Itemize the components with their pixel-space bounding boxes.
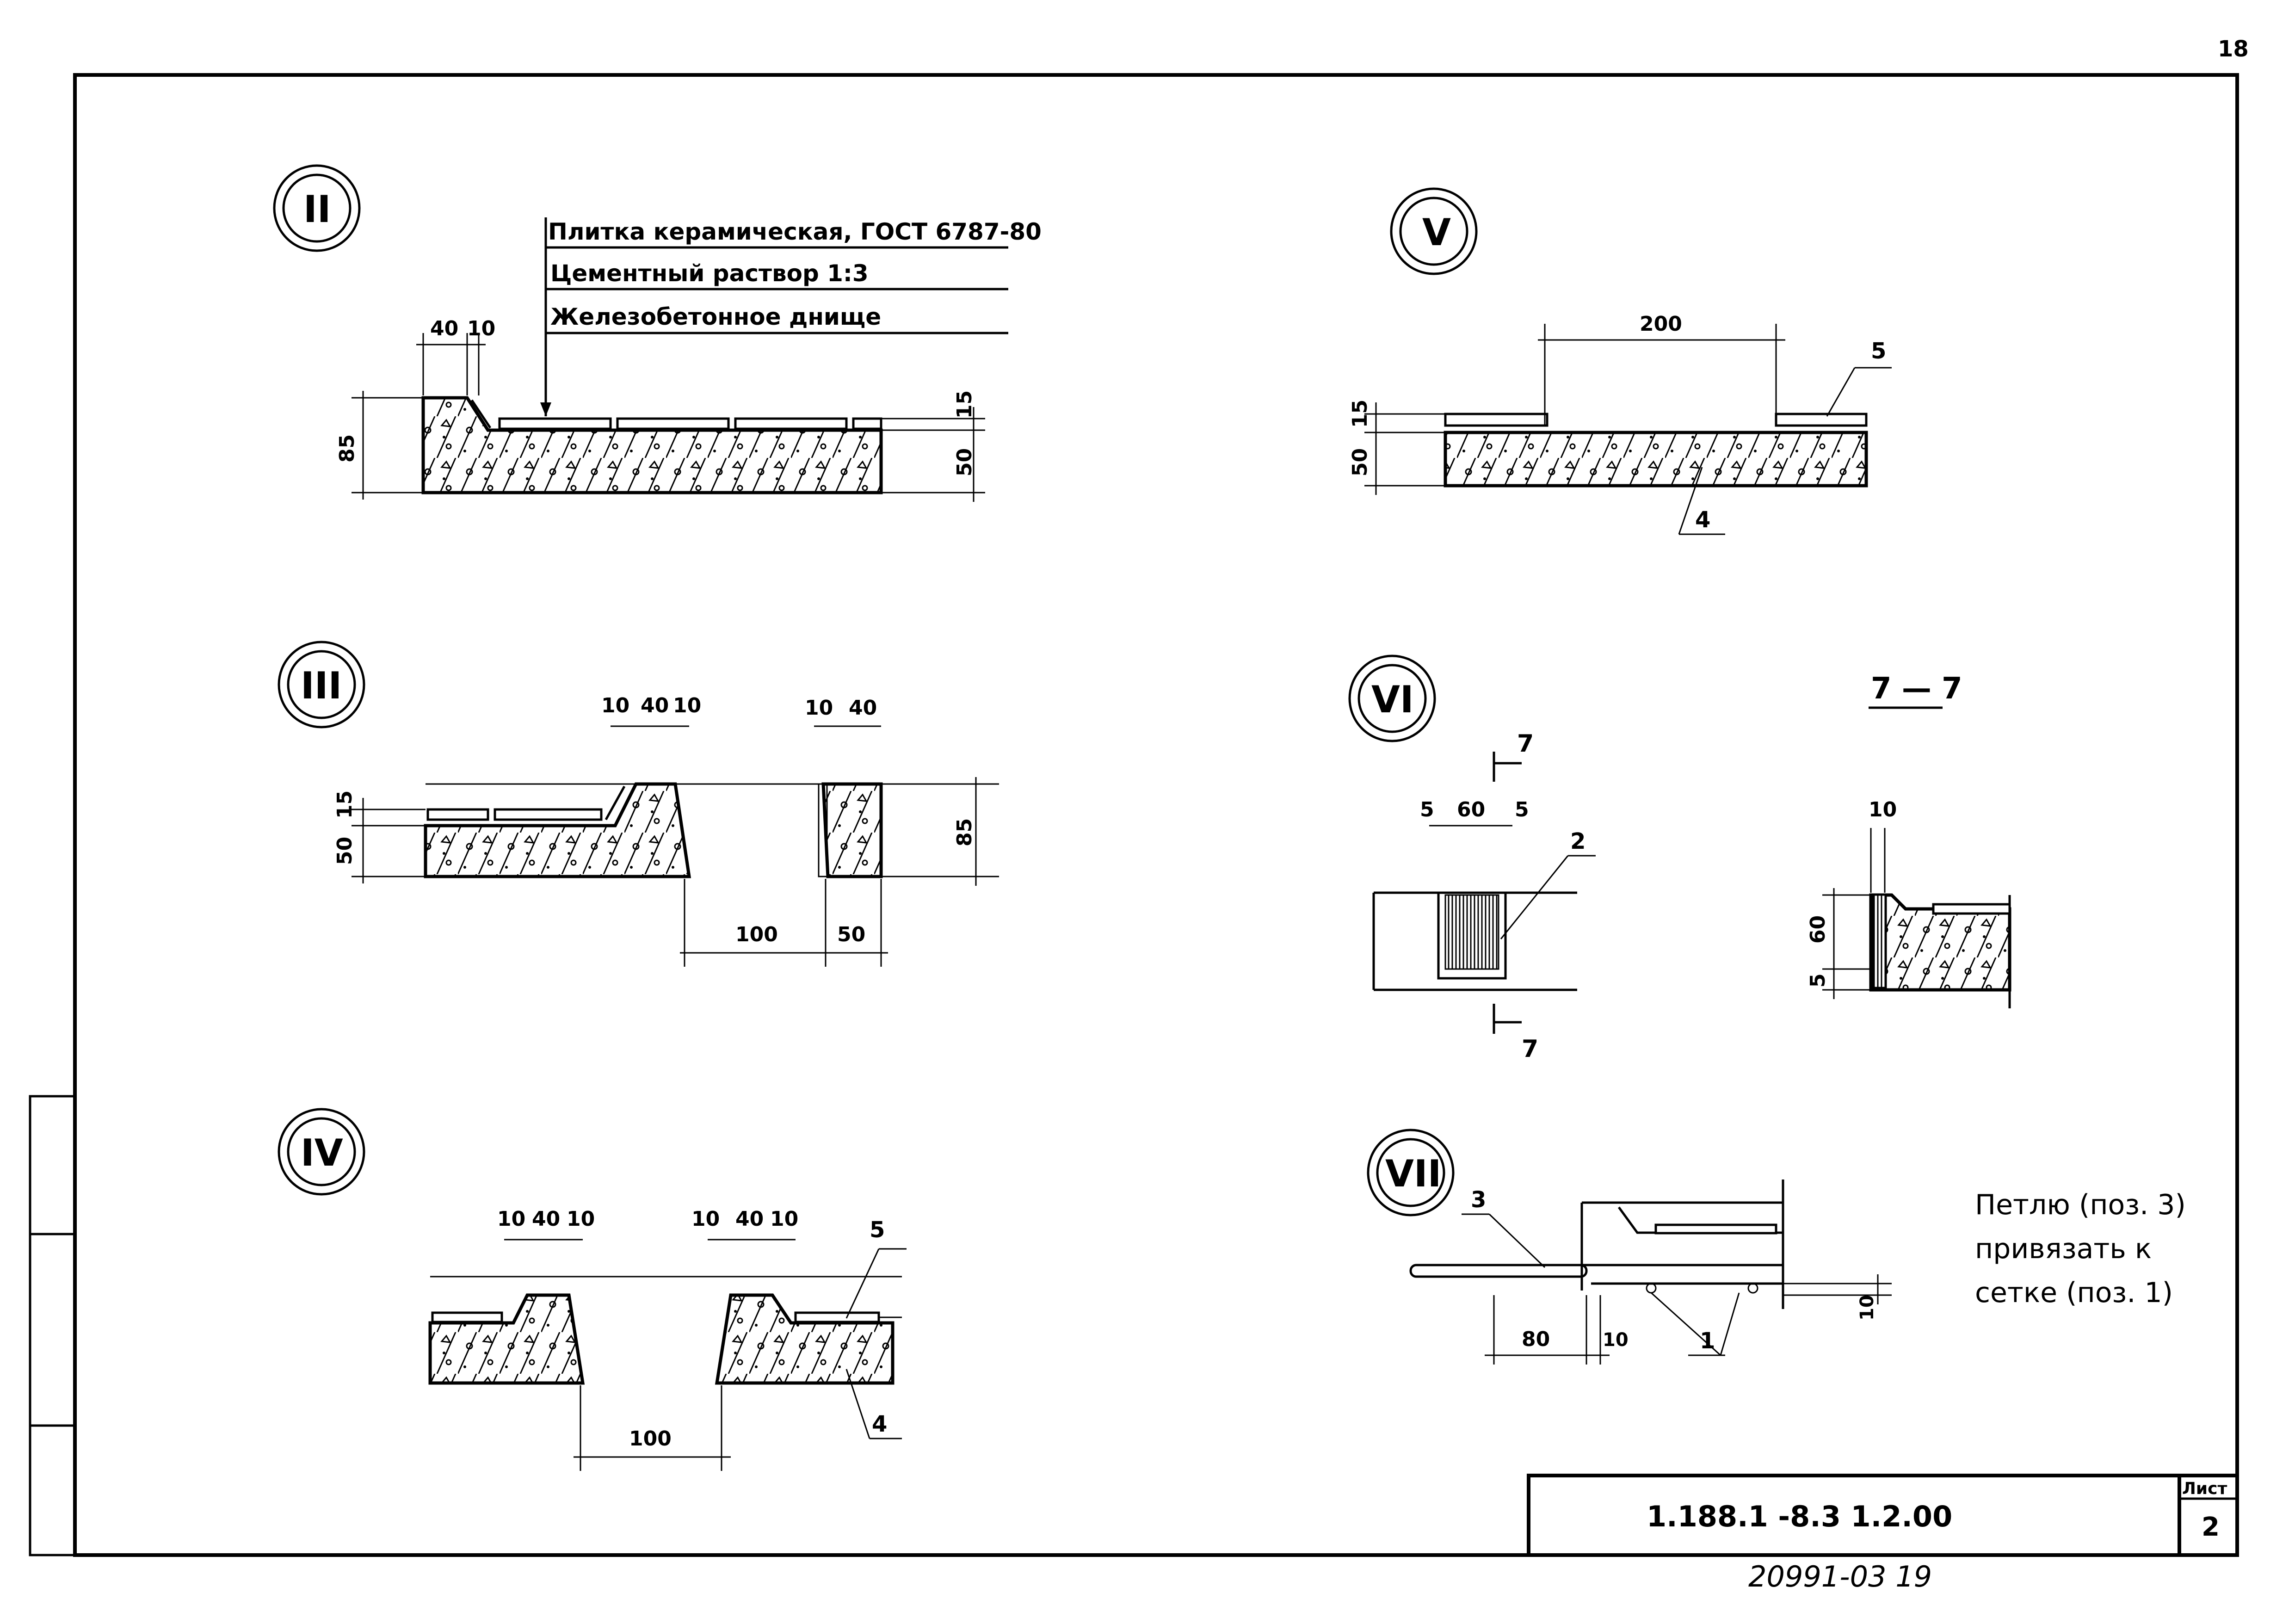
detail-V-marker: V bbox=[1422, 211, 1451, 254]
dim-10: 10 bbox=[467, 317, 495, 340]
dim-15: 15 bbox=[953, 390, 976, 419]
cut-mark-bottom: 7 bbox=[1522, 1035, 1538, 1063]
dim-40b: 40 bbox=[735, 1207, 764, 1231]
dim-10c: 10 bbox=[805, 696, 833, 720]
detail-IV-marker: IV bbox=[301, 1131, 343, 1174]
dim-5b: 5 bbox=[1515, 798, 1529, 821]
section-title: 7 — 7 bbox=[1871, 672, 1962, 706]
dim-10d: 10 bbox=[770, 1207, 798, 1231]
detail-IV: IV 100 10 40 10 10 40 10 5 4 bbox=[278, 1108, 907, 1471]
detail-II: II Плитка керамическая, ГОСТ 6787-80 Цем… bbox=[273, 164, 1042, 502]
sheet-number: 2 bbox=[2202, 1512, 2220, 1542]
detail-III: III 10 40 10 10 40 15 50 85 100 50 bbox=[278, 641, 999, 967]
dim-60: 60 bbox=[1457, 798, 1485, 821]
callout-slab: Железобетонное днище bbox=[550, 303, 881, 330]
dim-10c: 10 bbox=[691, 1207, 720, 1231]
inventory-number: 20991-03 19 bbox=[1748, 1560, 1932, 1593]
page-number: 18 bbox=[2218, 36, 2249, 62]
dim-10b: 10 bbox=[1857, 1295, 1878, 1321]
dim-5v: 5 bbox=[1806, 973, 1830, 988]
dim-40a: 40 bbox=[641, 694, 669, 717]
note-line3: сетке (поз. 1) bbox=[1975, 1277, 2173, 1309]
dim-100: 100 bbox=[735, 923, 778, 946]
callout-mortar: Цементный раствор 1:3 bbox=[550, 260, 869, 287]
sheet-label: Лист bbox=[2182, 1479, 2227, 1498]
dim-40a: 40 bbox=[532, 1207, 560, 1231]
dim-50b: 50 bbox=[837, 923, 865, 946]
note-line1: Петлю (поз. 3) bbox=[1975, 1189, 2186, 1221]
dim-80: 80 bbox=[1522, 1328, 1550, 1351]
detail-VII-marker: VII bbox=[1385, 1152, 1441, 1195]
cut-mark-top: 7 bbox=[1517, 730, 1534, 758]
dim-40b: 40 bbox=[849, 696, 877, 720]
doc-code: 1.188.1 -8.3 1.2.00 bbox=[1647, 1500, 1952, 1533]
detail-III-marker: III bbox=[301, 664, 342, 707]
dim-40: 40 bbox=[430, 317, 458, 340]
note-line2: привязать к bbox=[1975, 1233, 2152, 1265]
dim-15: 15 bbox=[333, 790, 357, 819]
detail-II-marker: II bbox=[303, 188, 331, 231]
detail-VI: VI 7 — 7 2 5 60 5 7 7 10 60 5 bbox=[1348, 655, 2011, 1063]
detail-VI-marker: VI bbox=[1371, 678, 1414, 721]
pos-3: 3 bbox=[1471, 1187, 1486, 1213]
dim-100: 100 bbox=[629, 1427, 672, 1451]
detail-V: V 200 15 50 5 4 bbox=[1348, 187, 1892, 535]
pos-5: 5 bbox=[870, 1217, 885, 1243]
sheet-frame bbox=[29, 73, 2239, 1557]
dim-15: 15 bbox=[1348, 400, 1372, 428]
pos-4: 4 bbox=[1695, 507, 1710, 533]
pos-4: 4 bbox=[872, 1411, 887, 1437]
dim-50: 50 bbox=[1348, 448, 1372, 476]
callout-tile: Плитка керамическая, ГОСТ 6787-80 bbox=[548, 218, 1042, 245]
pos-2: 2 bbox=[1570, 828, 1586, 854]
dim-60v: 60 bbox=[1806, 915, 1830, 944]
pos-5: 5 bbox=[1871, 338, 1886, 364]
dim-50: 50 bbox=[333, 837, 357, 865]
dim-50: 50 bbox=[953, 448, 976, 476]
dim-5a: 5 bbox=[1420, 798, 1434, 821]
dim-10a: 10 bbox=[601, 694, 629, 717]
dim-10b: 10 bbox=[673, 694, 701, 717]
dim-200: 200 bbox=[1640, 312, 1682, 336]
dim-85: 85 bbox=[953, 818, 976, 846]
dim-10: 10 bbox=[1869, 798, 1897, 821]
dim-85: 85 bbox=[335, 434, 359, 463]
dim-10a: 10 bbox=[1603, 1329, 1629, 1351]
dim-10b: 10 bbox=[567, 1207, 595, 1231]
dim-10a: 10 bbox=[497, 1207, 525, 1231]
pos-1: 1 bbox=[1700, 1328, 1715, 1354]
detail-VII: VII 3 1 80 10 10 Петлю (поз. 3) привязат… bbox=[1367, 1129, 2186, 1365]
